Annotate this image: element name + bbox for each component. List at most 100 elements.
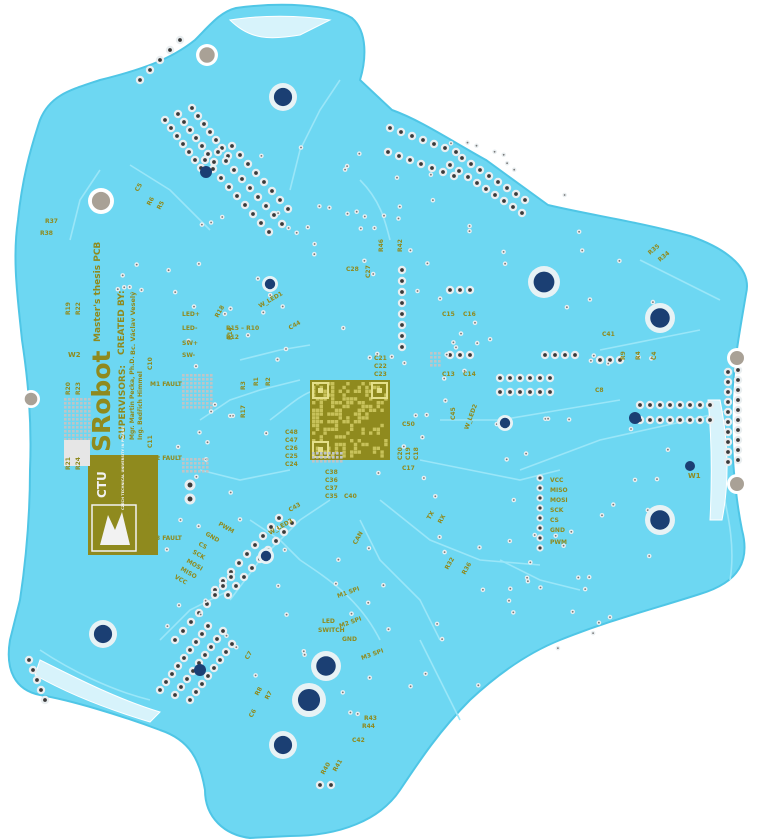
label-m2f: M2 FAULT bbox=[150, 455, 183, 462]
hdr-k3-hole-6 bbox=[224, 650, 228, 654]
via-hole-40 bbox=[493, 150, 496, 153]
hdr-b1-hole-6 bbox=[251, 212, 255, 216]
pad-field-a bbox=[84, 434, 87, 437]
label-c23: C23 bbox=[374, 371, 387, 378]
trace-14 bbox=[199, 379, 301, 421]
mounting-holes bbox=[22, 44, 747, 759]
hdr-b2-hole-6 bbox=[264, 204, 268, 208]
qr-cell bbox=[376, 401, 380, 405]
pad-field-e bbox=[340, 460, 343, 463]
qr-cell bbox=[315, 420, 320, 424]
tan-center-0 bbox=[199, 47, 215, 63]
hdr-c1-hole-2 bbox=[410, 134, 414, 138]
pad-field-a bbox=[88, 414, 91, 417]
qr-cell bbox=[331, 389, 335, 393]
trace-17 bbox=[499, 559, 581, 591]
label-vcc: VCC bbox=[550, 477, 564, 484]
hdr-q2-hole-1 bbox=[458, 288, 462, 292]
pad-field-a bbox=[80, 418, 83, 421]
via-hole-140 bbox=[588, 576, 591, 578]
label-c13: C13 bbox=[442, 371, 455, 378]
pad-field-b bbox=[206, 382, 209, 385]
qr-cell bbox=[342, 397, 346, 401]
hdr-d2-hole-7 bbox=[523, 198, 527, 202]
qr-cell bbox=[369, 397, 373, 401]
hdr-d2-hole-4 bbox=[496, 180, 500, 184]
hdr-a2-hole-1 bbox=[182, 120, 186, 124]
pad-field-a bbox=[72, 422, 75, 425]
via-hole-124 bbox=[667, 448, 669, 451]
via-hole-8 bbox=[416, 290, 419, 292]
pad-field-a bbox=[80, 414, 83, 417]
label-led2: LED- bbox=[182, 325, 198, 332]
pad-field-a bbox=[68, 402, 71, 405]
pad-field-b bbox=[206, 402, 209, 405]
qr-cell bbox=[346, 389, 350, 393]
qr-cell bbox=[369, 408, 373, 412]
label-gnd: GND bbox=[550, 527, 565, 534]
label-c27: C27 bbox=[365, 265, 372, 278]
qr-cell bbox=[331, 382, 335, 386]
qr-cell bbox=[334, 442, 339, 447]
hdr-f1-hole-3 bbox=[668, 403, 672, 407]
qr-cell bbox=[315, 446, 320, 450]
label-c38: C38 bbox=[325, 469, 338, 476]
pad-field-e bbox=[328, 456, 331, 459]
pad-field-e bbox=[324, 456, 327, 459]
trace-13 bbox=[599, 329, 701, 351]
hdr-e2-hole-2 bbox=[518, 390, 522, 394]
hdr-o1-hole-0 bbox=[318, 783, 322, 787]
label-c24: C24 bbox=[285, 461, 298, 468]
hdr-g1-hole-6 bbox=[538, 536, 542, 540]
hdr-d1-hole-4 bbox=[484, 187, 488, 191]
qr-cell bbox=[342, 435, 346, 439]
pad-field-a bbox=[84, 422, 87, 425]
hdr-h1-hole-0 bbox=[736, 368, 740, 372]
via-hole-104 bbox=[648, 555, 651, 557]
via-hole-113 bbox=[277, 585, 280, 587]
hdr-a3-hole-5 bbox=[220, 146, 224, 150]
pad-field-c bbox=[182, 466, 185, 469]
pad-field-a bbox=[72, 418, 75, 421]
pad-field-e bbox=[328, 460, 331, 463]
qr-cell bbox=[331, 401, 335, 405]
hdr-d1-hole-8 bbox=[520, 211, 524, 215]
qr-cell bbox=[353, 450, 358, 454]
pad-field-b bbox=[202, 374, 205, 377]
hdr-k2-hole-0 bbox=[173, 693, 177, 697]
trace-7 bbox=[129, 164, 211, 231]
pad-field-c bbox=[182, 458, 185, 461]
label-sw2: SW- bbox=[182, 352, 196, 359]
via-hole-1 bbox=[445, 353, 448, 356]
hdr-c2-hole-5 bbox=[441, 170, 445, 174]
pad-field-a bbox=[68, 422, 71, 425]
pad-field-c bbox=[202, 466, 205, 469]
qr-cell bbox=[353, 442, 358, 447]
pad-field-b bbox=[210, 382, 213, 385]
qr-cell bbox=[365, 389, 369, 393]
pad-field-c bbox=[198, 458, 201, 461]
qr-cell bbox=[346, 401, 350, 405]
trace-5 bbox=[239, 344, 311, 361]
pad-field-d bbox=[438, 352, 441, 355]
hdr-c2-hole-3 bbox=[419, 162, 423, 166]
via-hole-166 bbox=[367, 601, 370, 604]
hdr-a3-hole-1 bbox=[196, 114, 200, 118]
qr-cell bbox=[353, 397, 358, 401]
pad-field-c bbox=[198, 470, 201, 473]
label-r14: R14 bbox=[227, 327, 234, 340]
via-hole-111 bbox=[257, 277, 259, 280]
via-hole-180 bbox=[368, 676, 371, 679]
qr-cell bbox=[361, 401, 365, 405]
pad-field-b bbox=[202, 378, 205, 381]
pad-field-b bbox=[210, 378, 213, 381]
label-r5: R5 bbox=[156, 200, 166, 211]
qr-cell bbox=[319, 439, 323, 443]
hdr-c2-hole-1 bbox=[397, 154, 401, 158]
hdr-k1-hole-5 bbox=[188, 648, 192, 652]
label-m3f: M3 FAULT bbox=[150, 535, 183, 542]
qr-cell bbox=[350, 401, 354, 405]
pad-field-e bbox=[312, 452, 315, 455]
qr-cell bbox=[365, 385, 369, 390]
via-hole-85 bbox=[356, 713, 359, 715]
